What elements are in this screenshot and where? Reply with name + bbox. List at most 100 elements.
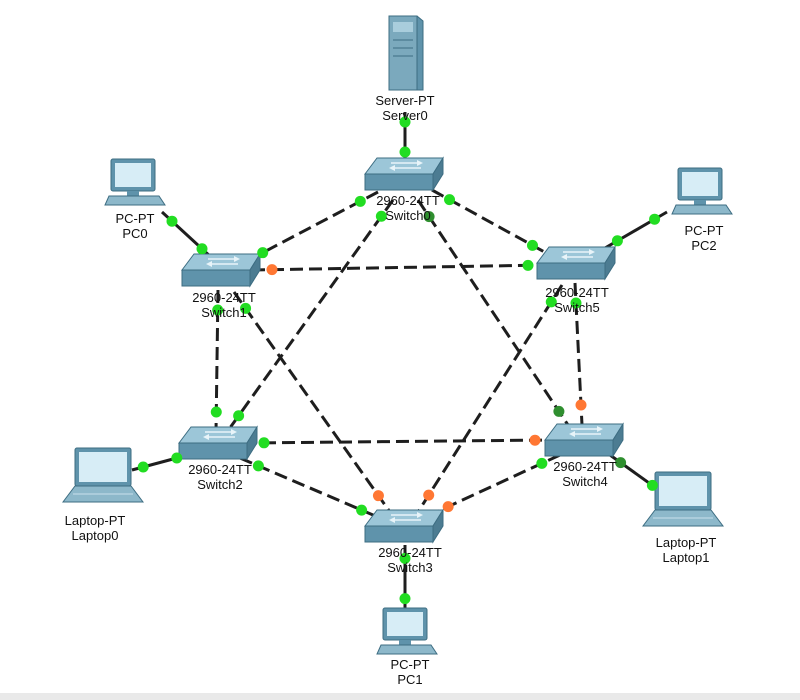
- device-name-label: Switch1: [201, 305, 247, 320]
- device-name-label: Switch5: [554, 300, 600, 315]
- port-indicator-switch5-up: [611, 235, 623, 247]
- port-indicator-switch5-up: [545, 296, 557, 308]
- device-switch2[interactable]: [178, 425, 258, 461]
- port-indicator-switch4-up: [536, 457, 548, 469]
- device-name-label: Switch4: [562, 474, 608, 489]
- device-laptop0[interactable]: [62, 447, 144, 503]
- canvas-bottom-edge: [0, 693, 800, 700]
- device-type-label: 2960-24TT: [378, 545, 442, 560]
- port-indicator-switch3-up: [399, 552, 411, 564]
- port-indicator-switch0-dark: [423, 211, 435, 223]
- port-indicator-switch1-up: [257, 247, 269, 259]
- switch-icon: [364, 156, 444, 192]
- device-name-label: Switch2: [197, 477, 243, 492]
- device-switch4[interactable]: [544, 422, 624, 458]
- port-indicator-switch5-up: [570, 297, 582, 309]
- port-indicator-switch4-blocked: [529, 434, 541, 446]
- device-laptop1[interactable]: [642, 471, 724, 527]
- port-indicator-switch0-up: [444, 194, 456, 206]
- device-name-label: PC1: [397, 672, 423, 687]
- port-indicator-switch4-blocked: [575, 399, 587, 411]
- device-pc1[interactable]: [376, 607, 438, 655]
- port-indicator-switch2-up: [233, 410, 245, 422]
- device-type-label: Laptop-PT: [655, 535, 717, 550]
- switch-icon: [181, 252, 261, 288]
- switch-icon: [544, 422, 624, 458]
- port-indicator-switch1-blocked: [266, 264, 278, 276]
- port-indicator-switch3-blocked: [442, 501, 454, 513]
- port-indicator-switch3-blocked: [423, 489, 435, 501]
- port-indicator-switch5-up: [526, 239, 538, 251]
- device-type-label: PC-PT: [115, 211, 155, 226]
- trunk-link-switch0-switch4[interactable]: [416, 199, 572, 429]
- device-switch0[interactable]: [364, 156, 444, 192]
- switch-icon: [536, 245, 616, 281]
- port-indicator-switch5-up: [522, 259, 534, 271]
- desktop-pc-icon: [104, 158, 166, 206]
- device-switch5[interactable]: [536, 245, 616, 281]
- port-indicator-switch1-up: [196, 243, 208, 255]
- port-indicator-switch2-up: [171, 452, 183, 464]
- device-name-label: Switch3: [387, 560, 433, 575]
- port-indicator-server0-up: [399, 116, 411, 128]
- device-name-label: Server0: [382, 108, 428, 123]
- device-switch1[interactable]: [181, 252, 261, 288]
- device-type-label: 2960-24TT: [553, 459, 617, 474]
- port-indicator-switch2-up: [258, 437, 270, 449]
- port-indicator-switch0-up: [399, 146, 411, 158]
- port-indicator-pc0-up: [166, 215, 178, 227]
- port-indicator-switch3-blocked: [372, 490, 384, 502]
- port-indicator-switch3-up: [356, 504, 368, 516]
- port-indicator-pc2-up: [649, 213, 661, 225]
- device-type-label: Laptop-PT: [64, 513, 126, 528]
- trunk-link-switch1-switch5[interactable]: [251, 263, 549, 272]
- trunk-link-switch5-switch3[interactable]: [416, 284, 564, 513]
- port-indicator-switch1-up: [240, 302, 252, 314]
- device-type-label: 2960-24TT: [192, 290, 256, 305]
- port-indicator-pc1-up: [399, 593, 411, 605]
- device-name-label: PC0: [122, 226, 148, 241]
- trunk-link-switch2-switch4[interactable]: [243, 438, 556, 445]
- port-indicator-switch4-dark: [615, 457, 627, 469]
- laptop-icon: [62, 447, 144, 503]
- port-indicator-switch1-up: [212, 304, 224, 316]
- device-type-label: 2960-24TT: [376, 193, 440, 208]
- device-server0[interactable]: [388, 15, 424, 91]
- desktop-pc-icon: [671, 167, 733, 215]
- device-name-label: Switch0: [385, 208, 431, 223]
- server-icon: [388, 15, 424, 91]
- laptop-icon: [642, 471, 724, 527]
- ports-layer: [137, 116, 661, 605]
- port-indicator-switch2-up: [252, 460, 264, 472]
- switch-icon: [364, 508, 444, 544]
- device-name-label: PC2: [691, 238, 717, 253]
- device-type-label: PC-PT: [390, 657, 430, 672]
- device-pc2[interactable]: [671, 167, 733, 215]
- device-pc0[interactable]: [104, 158, 166, 206]
- device-name-label: Laptop0: [71, 528, 119, 543]
- device-type-label: PC-PT: [684, 223, 724, 238]
- trunk-link-switch0-switch2[interactable]: [225, 199, 395, 433]
- switch-icon: [178, 425, 258, 461]
- port-indicator-switch2-up: [210, 406, 222, 418]
- port-indicator-laptop1-up: [646, 479, 658, 491]
- port-indicator-switch4-dark: [553, 405, 565, 417]
- port-indicator-switch0-up: [354, 195, 366, 207]
- device-type-label: 2960-24TT: [188, 462, 252, 477]
- trunk-link-switch1-switch3[interactable]: [232, 291, 392, 513]
- devices-layer: [62, 15, 733, 655]
- port-indicator-laptop0-up: [137, 461, 149, 473]
- device-switch3[interactable]: [364, 508, 444, 544]
